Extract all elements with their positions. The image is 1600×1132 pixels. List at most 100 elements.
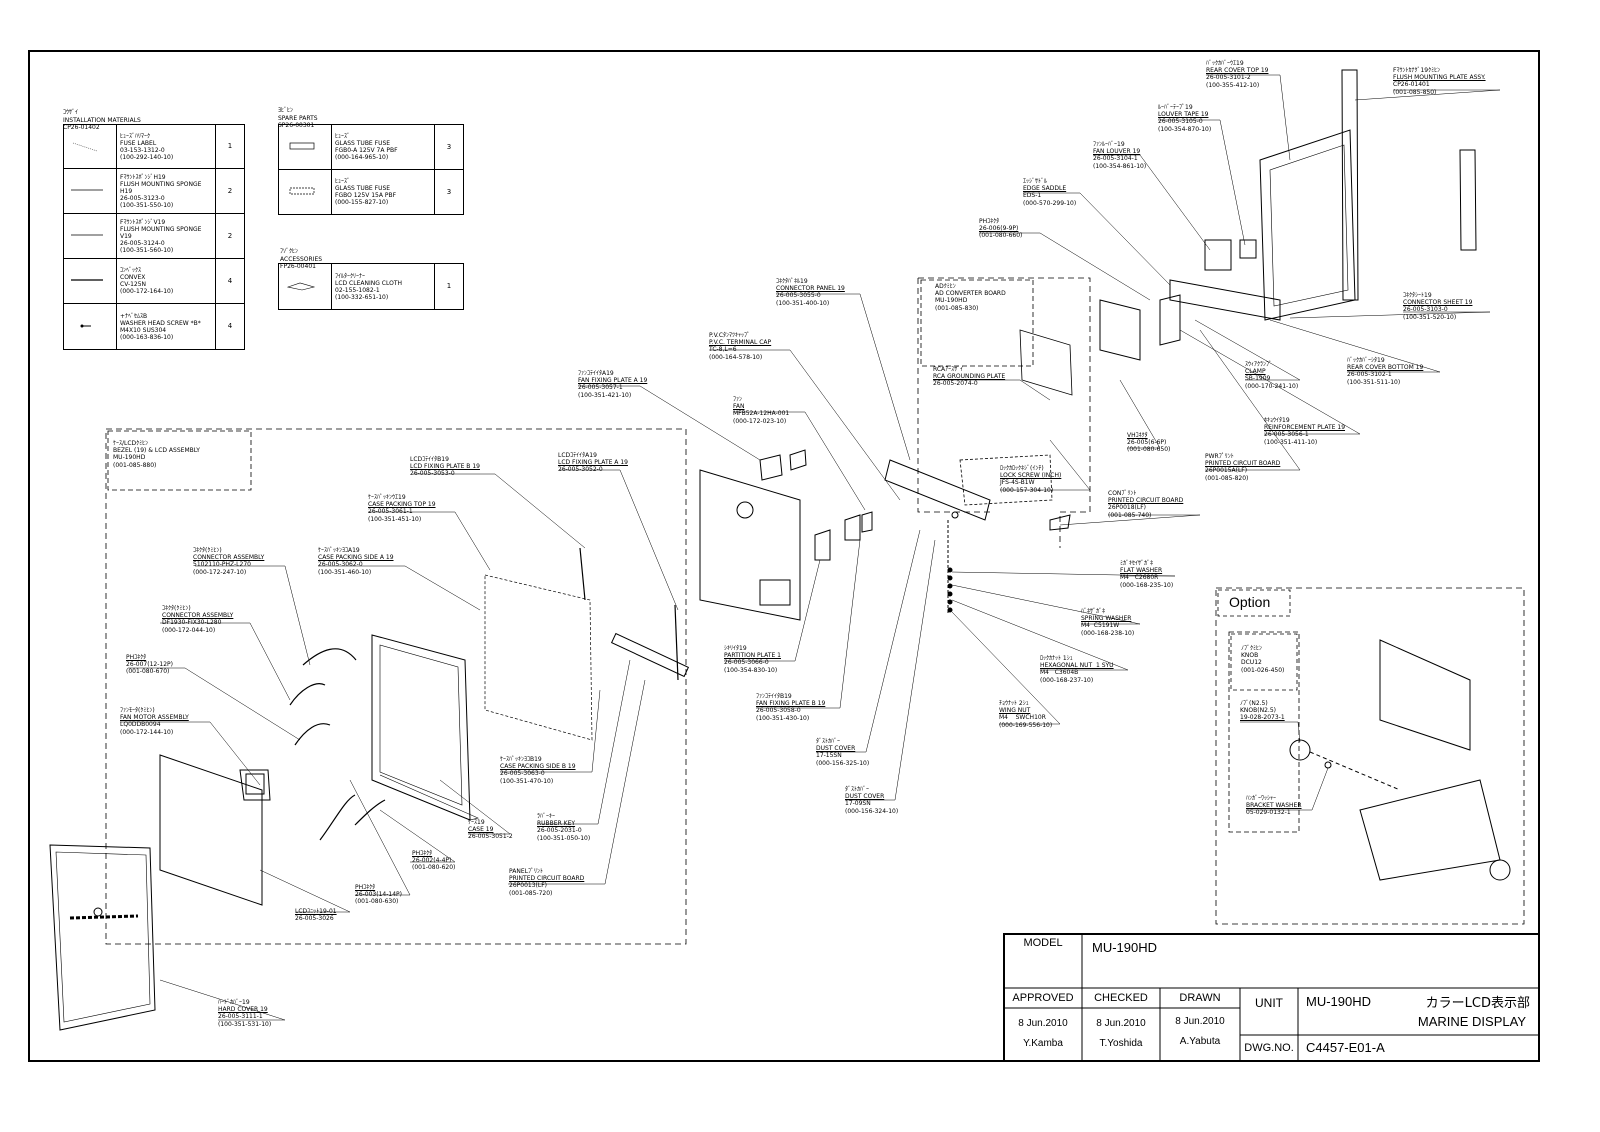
unit-name-en: MARINE DISPLAY [1417, 1014, 1526, 1029]
model-value: MU-190HD [1092, 940, 1158, 955]
rubber-key-drawing [610, 632, 690, 678]
dwg-label: DWG.NO. [1244, 1042, 1294, 1054]
hard-cover-drawing [49, 844, 156, 1031]
cleaning-cloth-icon [278, 263, 332, 310]
approved-label: APPROVED [1012, 992, 1074, 1004]
sponge-v-icon [63, 213, 117, 259]
approved-date: 8 Jun.2010 [1018, 1018, 1068, 1029]
sponge-h-icon [63, 168, 117, 214]
callout-lock-screw: ﾛｯｸｶﾛｯｸﾈｼﾞ(ｲﾝﾁ)LOCK SCREW (INCH)JFS-4S-B… [1000, 465, 1062, 494]
hardware-stack-drawing [947, 520, 953, 615]
bezel-assembly-boundary [105, 428, 687, 945]
lcd-unit-drawing [159, 754, 271, 906]
option-boundary [1215, 587, 1525, 925]
cable-drawings [289, 547, 679, 841]
title-block [1003, 933, 1538, 1061]
case-drawing [371, 574, 593, 821]
dwg-number: C4457-E01-A [1306, 1040, 1385, 1055]
leader-lines [120, 74, 1501, 1021]
checked-by: T.Yoshida [1099, 1038, 1143, 1049]
connector-panel-drawing [884, 459, 991, 521]
power-board-drawing [1049, 279, 1281, 531]
unit-label: UNIT [1255, 996, 1283, 1010]
rear-cover-drawing [1204, 69, 1477, 321]
checked-label: CHECKED [1094, 992, 1148, 1004]
unit-value: MU-190HD [1306, 994, 1372, 1009]
ad-converter-drawing [959, 329, 1073, 506]
drawing-frame [28, 50, 1540, 1062]
drawn-by: A.Yabuta [1179, 1036, 1221, 1047]
chassis-drawing [699, 449, 873, 621]
ad-converter-boundary [918, 277, 1091, 548]
fuse-7a-icon [278, 124, 332, 170]
unit-name-jp: カラーLCD表示部 [1425, 996, 1530, 1011]
callout-knob: ﾉﾌﾞ(N2.5)KNOB(N2.5)19-028-2073-1 [1240, 700, 1285, 722]
fuse-label-icon [63, 124, 117, 169]
drawn-label: DRAWN [1179, 992, 1221, 1004]
approved-by: Y.Kamba [1023, 1038, 1063, 1049]
fuse-15a-icon [278, 169, 332, 215]
drawn-date: 8 Jun.2010 [1175, 1016, 1225, 1027]
option-label: Option [1229, 594, 1271, 610]
checked-date: 8 Jun.2010 [1096, 1018, 1146, 1029]
